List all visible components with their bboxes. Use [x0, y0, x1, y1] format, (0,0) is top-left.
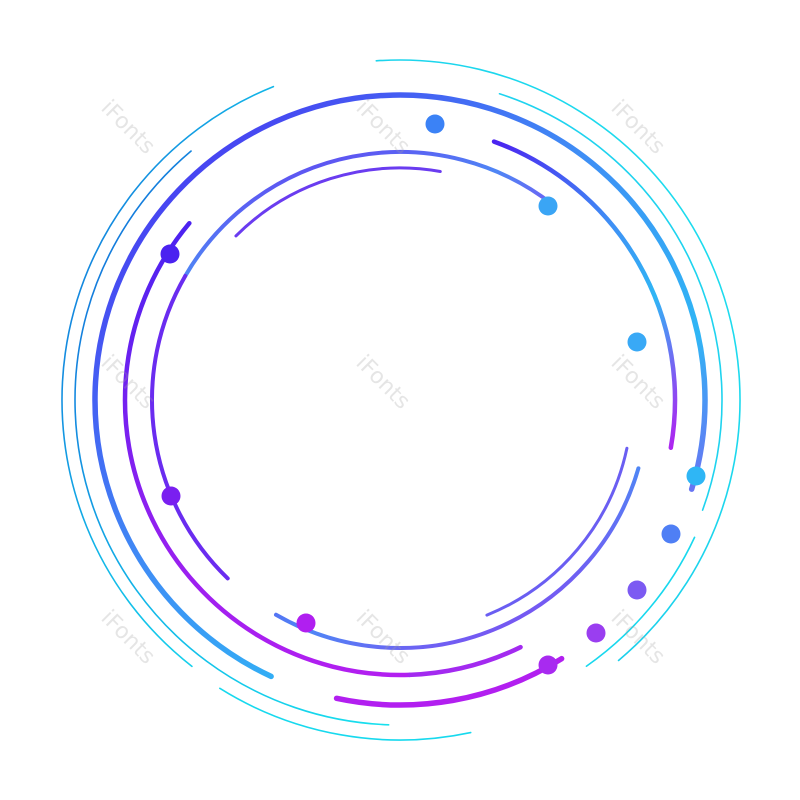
outer-arc-top-right — [375, 59, 741, 662]
dot-top — [425, 114, 445, 134]
dot-bottom-right — [538, 655, 558, 675]
outer-arc-right-lower — [585, 536, 696, 668]
third-ring-left-arc — [150, 274, 230, 581]
dot-bottom-left — [296, 613, 316, 633]
outer-arc-bottom — [219, 687, 472, 741]
dot-right-1 — [661, 524, 681, 544]
second-ring-right-arc — [491, 139, 678, 450]
dot-right-upper — [627, 332, 647, 352]
second-ring-left-arc — [122, 220, 412, 678]
dot-left-lower — [161, 486, 181, 506]
inner-arc-top — [234, 166, 442, 238]
outer-arc-second-left — [74, 150, 390, 726]
second-ring-bottom-arc — [407, 644, 523, 678]
dot-right-3 — [586, 623, 606, 643]
outer-arc-second-right — [498, 92, 723, 511]
outer-arc-left — [61, 85, 275, 668]
main-ring-arc — [92, 92, 708, 680]
third-ring-bottom-arc — [274, 466, 641, 650]
third-ring-top-arc — [183, 150, 555, 278]
dot-top-right-inner — [538, 196, 558, 216]
inner-arc-right — [485, 446, 629, 617]
dot-right-2 — [627, 580, 647, 600]
dot-left-upper — [160, 244, 180, 264]
dot-right-main — [686, 466, 706, 486]
main-ring-bottom-arc — [333, 655, 565, 708]
